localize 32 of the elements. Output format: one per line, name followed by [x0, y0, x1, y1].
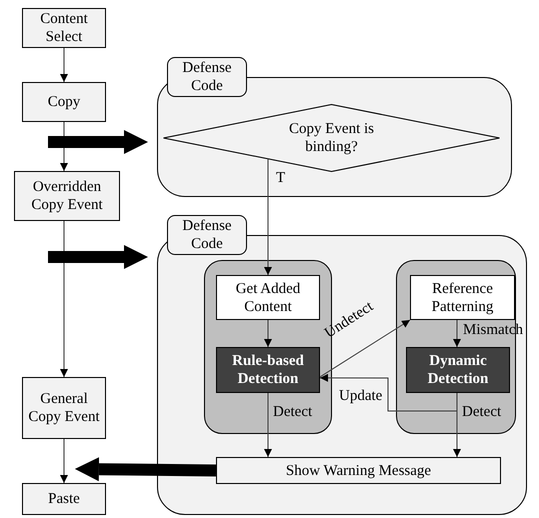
arrow — [452, 320, 461, 348]
defense-panel — [157, 77, 512, 197]
process-box: Copy — [22, 82, 106, 122]
thick-arrow — [48, 245, 148, 269]
edge-label: Update — [339, 388, 382, 404]
process-box: General Copy Event — [22, 377, 106, 439]
arrow — [60, 48, 68, 82]
detection-box: Dynamic Detection — [406, 347, 510, 393]
decision-label: Copy Event is binding? — [288, 120, 375, 156]
arrow — [264, 392, 272, 458]
arrow — [320, 320, 410, 378]
arrow — [60, 220, 68, 378]
thick-arrow — [48, 130, 148, 154]
arrow — [320, 374, 458, 412]
edge-label: Detect — [462, 404, 502, 420]
process-box: Reference Patterning — [410, 275, 515, 320]
arrow — [264, 158, 272, 276]
arrow — [453, 392, 461, 458]
process-box: Paste — [22, 483, 106, 515]
defense-panel — [157, 235, 527, 515]
edge-label: Detect — [273, 404, 312, 420]
panel-tab: Defense Code — [167, 57, 247, 97]
process-box: Show Warning Message — [216, 457, 501, 484]
arrow — [264, 320, 272, 348]
process-box: Get Added Content — [216, 275, 320, 320]
arrow — [60, 438, 68, 484]
process-box: Content Select — [22, 8, 106, 48]
panel-tab: Defense Code — [167, 215, 247, 255]
thick-arrow — [74, 457, 216, 482]
detection-box: Rule-based Detection — [216, 347, 320, 393]
edge-label: T — [276, 170, 286, 186]
process-box: Overridden Copy Event — [14, 171, 120, 221]
